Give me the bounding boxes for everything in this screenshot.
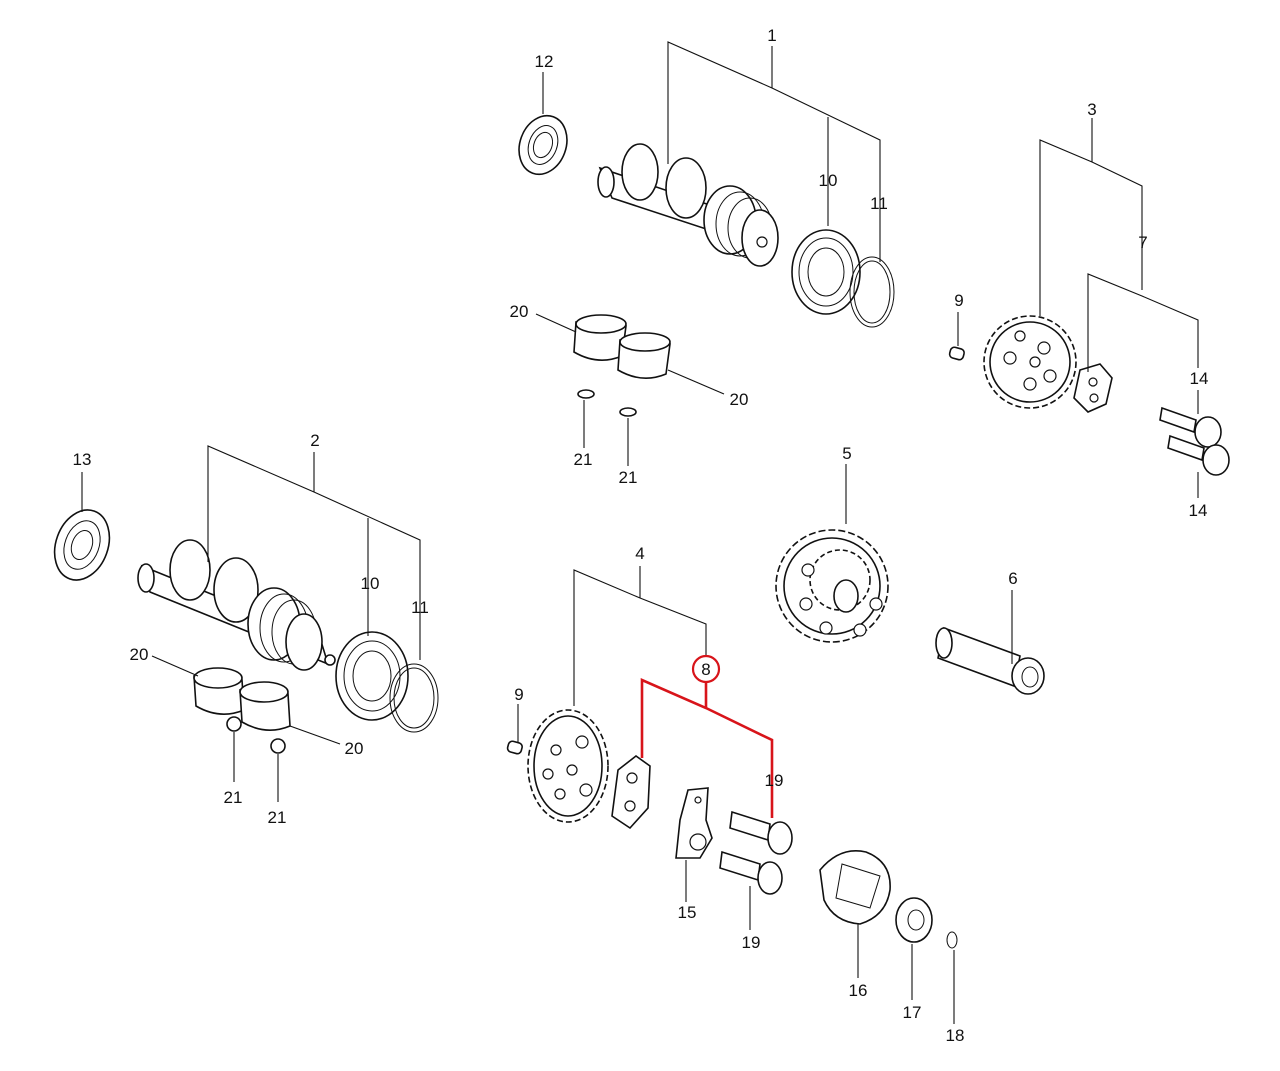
callout-14-lower: 14 [1189, 501, 1208, 520]
callout-18: 18 [946, 1026, 965, 1045]
holder-16[interactable] [819, 850, 891, 925]
bearing-13[interactable] [45, 502, 118, 587]
shim-21-left-a[interactable] [226, 716, 242, 732]
callout-11-left: 11 [411, 598, 429, 617]
callout-11-top: 11 [870, 194, 888, 213]
callout-16: 16 [849, 981, 868, 1000]
callout-10-left: 10 [361, 574, 380, 593]
bolt-19-lower[interactable] [719, 850, 783, 895]
callout-19-lower: 19 [742, 933, 761, 952]
shim-21-top-right[interactable] [619, 407, 637, 417]
camshaft-1[interactable] [597, 143, 779, 267]
dowel-pin-9-bottom[interactable] [506, 740, 523, 755]
bearing-12[interactable] [511, 109, 575, 181]
callout-6: 6 [1008, 569, 1017, 588]
callout-20-left-b: 20 [345, 739, 364, 758]
follower-20-left-a[interactable] [193, 667, 245, 715]
callout-4: 4 [635, 544, 644, 563]
camshaft-2[interactable] [137, 539, 336, 671]
callout-15: 15 [678, 903, 697, 922]
bolt-14-lower[interactable] [1167, 434, 1230, 476]
bracket-15[interactable] [675, 787, 713, 859]
sprocket-3[interactable] [983, 315, 1077, 409]
clip-18[interactable] [946, 931, 958, 949]
callout-21-top-left: 21 [574, 450, 593, 469]
dowel-pin-9-top[interactable] [948, 346, 965, 361]
shim-21-left-b[interactable] [270, 738, 286, 754]
circlip-11-left[interactable] [389, 663, 439, 733]
callout-21-left-a: 21 [224, 788, 243, 807]
callout-10-top: 10 [819, 171, 838, 190]
callout-9-bottom: 9 [514, 685, 523, 704]
washer-17[interactable] [895, 897, 933, 943]
leader-lines [81, 41, 1199, 1024]
follower-20-left-b[interactable] [239, 681, 291, 731]
callout-19-upper: 19 [765, 771, 784, 790]
callout-13: 13 [73, 450, 92, 469]
shaft-6[interactable] [935, 626, 1045, 695]
callout-5: 5 [842, 444, 851, 463]
callout-20-top-right: 20 [730, 390, 749, 409]
plate-8[interactable] [611, 755, 651, 830]
callout-7: 7 [1138, 233, 1147, 252]
callout-3: 3 [1087, 100, 1096, 119]
callout-14-upper: 14 [1190, 369, 1209, 388]
callout-17: 17 [903, 1003, 922, 1022]
callout-8[interactable]: 8 [701, 660, 710, 679]
plate-7[interactable] [1073, 363, 1113, 413]
bolt-14-upper[interactable] [1159, 406, 1222, 448]
callout-labels: 1 12 3 10 11 7 9 20 14 20 21 21 2 13 5 1… [73, 26, 1209, 1045]
callout-9-top: 9 [954, 291, 963, 310]
bearing-10-top[interactable] [791, 229, 861, 315]
bearing-10-left[interactable] [335, 631, 409, 721]
callout-20-top-left: 20 [510, 302, 529, 321]
callout-1: 1 [767, 26, 776, 45]
highlight-bracket-8 [640, 654, 774, 818]
callout-20-left-a: 20 [130, 645, 149, 664]
callout-2: 2 [310, 431, 319, 450]
gear-5[interactable] [775, 529, 889, 643]
callout-12: 12 [535, 52, 554, 71]
callout-21-left-b: 21 [268, 808, 287, 827]
circlip-11-top[interactable] [849, 256, 895, 328]
bolt-19-upper[interactable] [729, 810, 793, 855]
callout-21-top-right: 21 [619, 468, 638, 487]
shim-21-top-left[interactable] [577, 389, 595, 399]
follower-20-top-right[interactable] [617, 332, 671, 379]
sprocket-4[interactable] [527, 709, 609, 823]
follower-20-top-left[interactable] [573, 314, 627, 361]
